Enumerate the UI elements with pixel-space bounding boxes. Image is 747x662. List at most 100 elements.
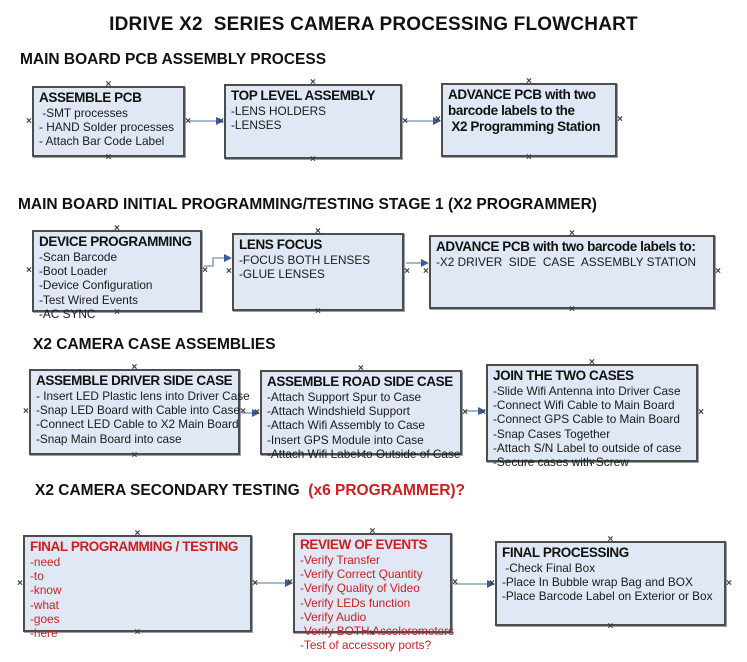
box-title: ASSEMBLE PCB — [39, 90, 142, 105]
box-line: -need — [30, 555, 61, 569]
box-line: -Verify Audio — [300, 609, 367, 624]
box-title: ADVANCE PCB with two barcode labels to t… — [448, 87, 601, 134]
box-line: -Scan Barcode — [39, 250, 118, 264]
box-line: -Verify Quality of Video — [300, 581, 420, 596]
connection-handle-left — [23, 407, 29, 417]
box-line: -Verify Correct Quantity — [300, 567, 423, 582]
connection-handle-right — [202, 266, 208, 276]
box-lines: -Scan Barcode-Boot Loader-Device Configu… — [39, 250, 195, 321]
flow-box-advance-pcb-programming-station[interactable]: ADVANCE PCB with two barcode labels to t… — [441, 83, 617, 157]
section-header-initial-programming: MAIN BOARD INITIAL PROGRAMMING/TESTING S… — [18, 196, 597, 213]
section-header-secondary-testing-black: X2 CAMERA SECONDARY TESTING — [35, 482, 309, 499]
flow-box-assemble-pcb[interactable]: ASSEMBLE PCB -SMT processes- HAND Solder… — [32, 86, 185, 157]
flow-box-top-level-assembly[interactable]: TOP LEVEL ASSEMBLY -LENS HOLDERS-LENSES — [224, 84, 402, 159]
flow-box-join-two-cases[interactable]: JOIN THE TWO CASES -Slide Wifi Antenna i… — [486, 364, 698, 469]
box-line: -goes — [30, 611, 60, 626]
connection-handle-bottom — [526, 153, 532, 163]
box-title: DEVICE PROGRAMMING — [39, 234, 192, 249]
connection-handle-right — [715, 267, 721, 277]
flow-box-advance-pcb-driver-side[interactable]: ADVANCE PCB with two barcode labels to: … — [429, 235, 715, 309]
box-lines: -Verify Transfer-Verify Correct Quantity… — [300, 553, 455, 653]
section-header-secondary-testing: X2 CAMERA SECONDARY TESTING (x6 PROGRAMM… — [35, 482, 465, 500]
box-line: - Attach Bar Code Label — [39, 134, 165, 149]
flow-arrow[interactable] — [204, 254, 232, 267]
box-lines: -need-to-know-what-goes-here — [30, 555, 245, 640]
box-line: -X2 DRIVER SIDE CASE ASSEMBLY STATION — [436, 255, 697, 269]
box-line: -Verify BOTH Accelerometers — [300, 624, 455, 639]
connection-handle-top — [310, 78, 316, 88]
connection-handle-left — [254, 408, 260, 418]
box-line: -Attach Wifi Label to Outside of Case — [267, 446, 461, 461]
box-line: -Secure cases with Screw — [493, 455, 629, 470]
connection-handle-right — [404, 267, 410, 277]
box-line: -Insert GPS Module into Case — [267, 432, 424, 447]
box-lines: -LENS HOLDERS-LENSES — [231, 104, 395, 132]
connection-handle-left — [226, 267, 232, 277]
box-lines: -X2 DRIVER SIDE CASE ASSEMBLY STATION — [436, 255, 708, 269]
section-header-case-assemblies: X2 CAMERA CASE ASSEMBLIES — [33, 336, 276, 353]
connection-handle-top — [114, 224, 120, 234]
box-line: -Device Configuration — [39, 278, 153, 293]
box-line: -Attach Windshield Support — [267, 404, 410, 419]
box-lines: - Insert LED Plastic lens into Driver Ca… — [36, 389, 250, 446]
box-line: -Snap LED Board with Cable into Case — [36, 403, 240, 418]
connection-handle-top — [358, 364, 364, 374]
connection-handle-bottom — [569, 305, 575, 315]
box-lines: -Check Final Box-Place In Bubble wrap Ba… — [502, 561, 719, 604]
box-line: -Attach S/N Label to outside of case — [493, 440, 682, 455]
connection-handle-top — [608, 535, 614, 545]
connection-handle-left — [218, 117, 224, 127]
connection-handle-right — [698, 408, 704, 418]
box-title: JOIN THE TWO CASES — [493, 368, 634, 383]
connection-handle-top — [315, 227, 321, 237]
box-title: REVIEW OF EVENTS — [300, 537, 428, 552]
box-line: -Connect Wifi Cable to Main Board — [493, 398, 675, 413]
connection-handle-left — [26, 117, 32, 127]
box-line: -to — [30, 569, 44, 584]
flow-box-assemble-driver-side-case[interactable]: ASSEMBLE DRIVER SIDE CASE - Insert LED P… — [29, 369, 250, 455]
flow-box-review-of-events[interactable]: REVIEW OF EVENTS -Verify Transfer-Verify… — [293, 533, 454, 652]
connection-handle-top — [526, 77, 532, 87]
section-header-pcb-assembly: MAIN BOARD PCB ASSEMBLY PROCESS — [20, 51, 327, 68]
connection-handle-bottom — [358, 451, 364, 461]
page-title: IDRIVE X2 SERIES CAMERA PROCESSING FLOWC… — [109, 14, 638, 35]
box-title: LENS FOCUS — [239, 237, 323, 252]
connection-handle-bottom — [315, 307, 321, 317]
box-line: - Insert LED Plastic lens into Driver Ca… — [36, 389, 250, 403]
connection-handle-right — [726, 579, 732, 589]
connection-handle-bottom — [135, 628, 141, 638]
flow-box-device-programming[interactable]: DEVICE PROGRAMMING -Scan Barcode-Boot Lo… — [32, 230, 202, 321]
flow-box-lens-focus[interactable]: LENS FOCUS -FOCUS BOTH LENSES-GLUE LENSE… — [232, 233, 404, 311]
flow-box-final-programming-testing[interactable]: FINAL PROGRAMMING / TESTING -need-to-kno… — [23, 535, 252, 640]
box-line: -here — [30, 626, 58, 641]
box-lines: -Slide Wifi Antenna into Driver Case-Con… — [493, 384, 691, 469]
connection-handle-right — [240, 407, 246, 417]
connection-handle-right — [185, 117, 191, 127]
connection-handle-top — [569, 229, 575, 239]
connection-handle-top — [132, 363, 138, 373]
box-line: -LENS HOLDERS — [231, 104, 327, 118]
connection-handle-bottom — [310, 155, 316, 165]
connection-handle-top — [135, 529, 141, 539]
connection-handle-bottom — [608, 622, 614, 632]
connection-handle-bottom — [132, 451, 138, 461]
connection-handle-left — [480, 408, 486, 418]
box-line: -Test Wired Events — [39, 292, 138, 307]
connection-handle-left — [17, 579, 23, 589]
connection-handle-right — [402, 117, 408, 127]
box-line: -know — [30, 583, 62, 598]
box-lines: -Attach Support Spur to Case-Attach Wind… — [267, 390, 461, 461]
box-title: FINAL PROGRAMMING / TESTING — [30, 539, 238, 554]
flow-box-final-processing[interactable]: FINAL PROCESSING -Check Final Box-Place … — [495, 541, 726, 626]
connection-handle-top — [106, 80, 112, 90]
connection-handle-top — [370, 527, 376, 537]
connection-handle-left — [489, 579, 495, 589]
box-line: -Verify LEDs function — [300, 595, 411, 610]
box-line: -Connect LED Cable to X2 Main Board — [36, 417, 239, 432]
box-line: -Boot Loader — [39, 264, 108, 279]
connection-handle-left — [287, 578, 293, 588]
box-line: -SMT processes — [39, 106, 128, 120]
flow-box-assemble-road-side-case[interactable]: ASSEMBLE ROAD SIDE CASE -Attach Support … — [260, 370, 462, 461]
box-line: -Test of accessory ports? — [300, 638, 432, 653]
